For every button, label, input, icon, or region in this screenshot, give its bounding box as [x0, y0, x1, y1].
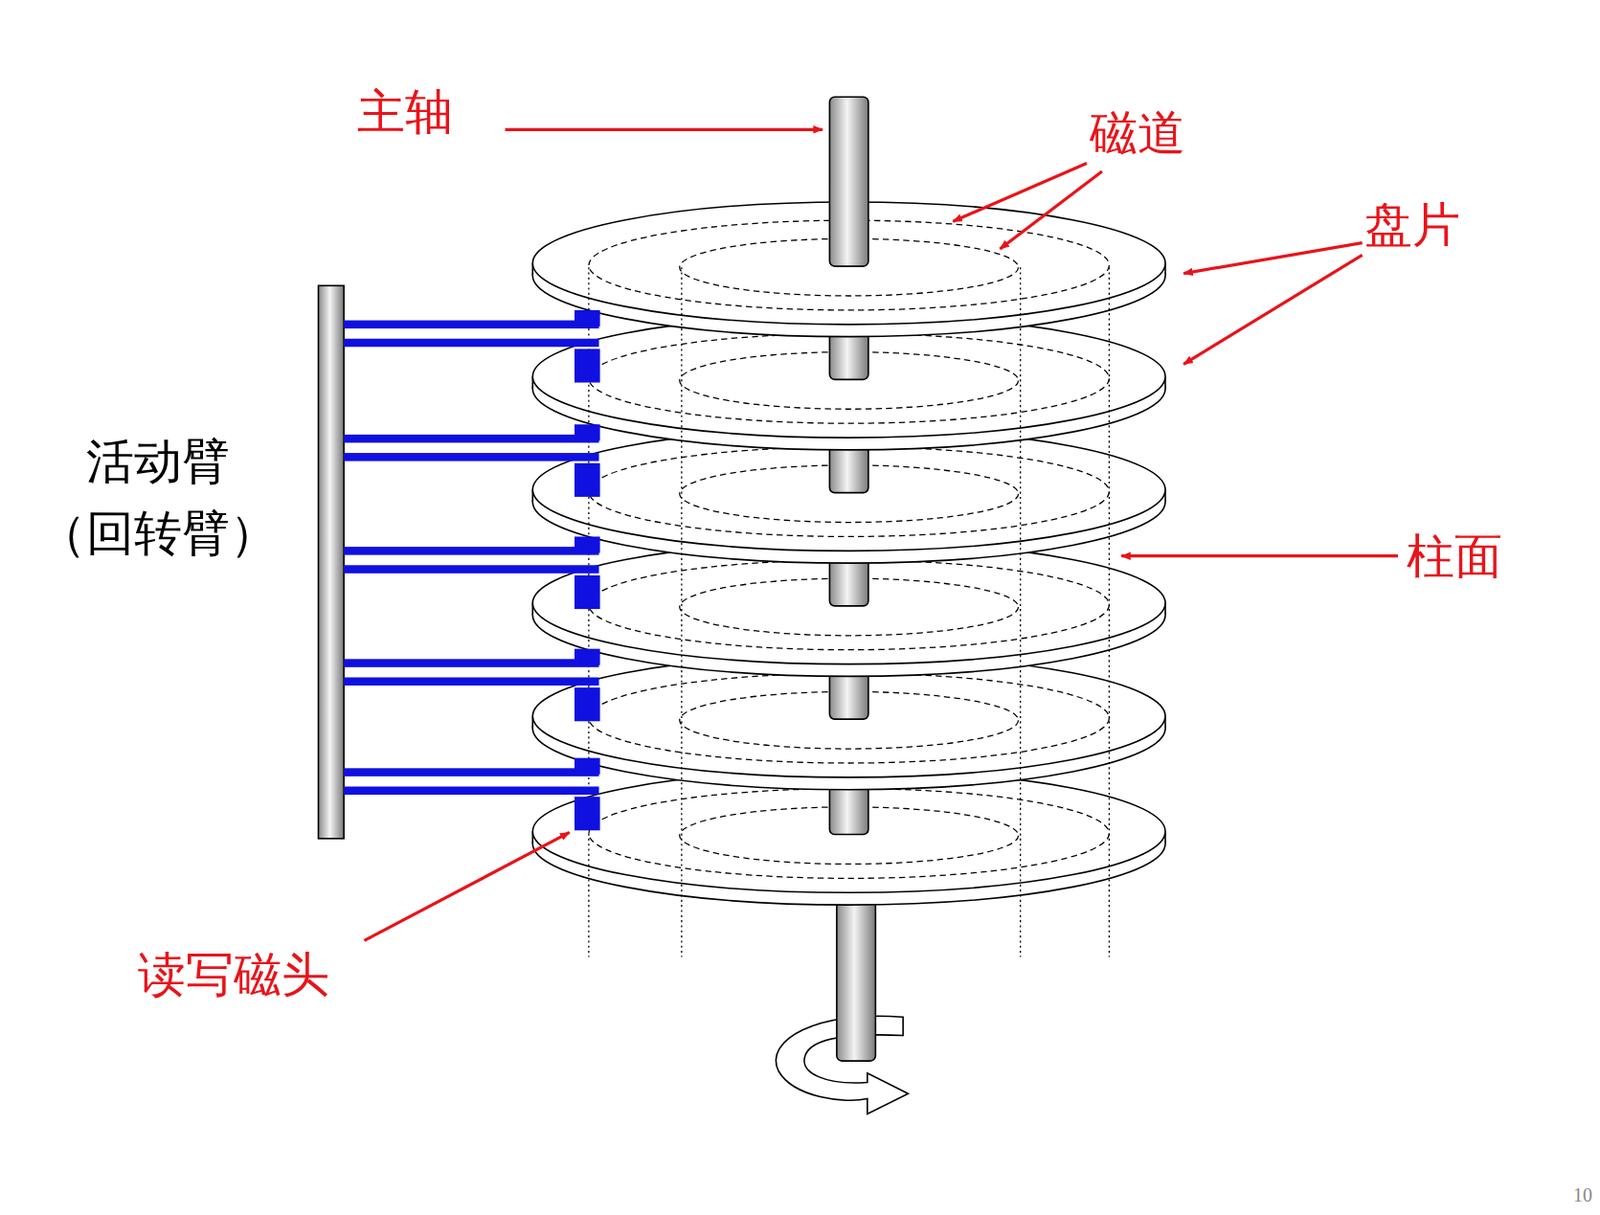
read-write-head — [574, 575, 601, 609]
leader-line — [363, 832, 569, 941]
head-arm — [343, 767, 599, 777]
read-write-head — [574, 536, 601, 553]
head-arm — [343, 546, 599, 556]
part-label: 盘片 — [1364, 196, 1461, 254]
leader-line — [1183, 243, 1362, 274]
read-write-head — [574, 649, 601, 666]
leader-line — [1121, 554, 1398, 558]
read-write-head — [574, 463, 601, 497]
leader-line — [999, 171, 1103, 249]
head-arm — [343, 658, 599, 668]
part-label: 读写磁头 — [137, 946, 330, 1004]
spindle — [829, 96, 868, 267]
read-write-head — [574, 424, 601, 441]
head-arm — [343, 338, 599, 348]
leader-line — [505, 128, 823, 132]
spindle — [836, 887, 876, 1061]
head-arm — [343, 786, 599, 795]
cylinder-line — [1019, 267, 1021, 957]
part-label: 活动臂 （回转臂） — [25, 426, 290, 570]
actuator-arm — [317, 285, 344, 838]
head-arm — [343, 452, 599, 462]
head-arm — [343, 320, 599, 330]
cylinder-line — [680, 267, 682, 957]
read-write-head — [574, 348, 601, 383]
cylinder-line — [1108, 267, 1110, 957]
page-number: 10 — [1573, 1183, 1593, 1207]
head-arm — [343, 564, 599, 574]
part-label: 主轴 — [357, 83, 453, 141]
leader-lines — [363, 129, 1398, 941]
platter — [532, 96, 1166, 337]
leader-line — [952, 162, 1087, 222]
read-write-head — [574, 796, 601, 831]
head-arm — [343, 676, 599, 686]
part-label: 柱面 — [1406, 527, 1503, 586]
read-write-head — [574, 758, 601, 775]
read-write-head — [574, 687, 601, 722]
read-write-head — [574, 310, 601, 327]
leader-line — [1183, 254, 1362, 364]
part-label: 磁道 — [1089, 104, 1186, 162]
head-arm — [343, 434, 599, 444]
